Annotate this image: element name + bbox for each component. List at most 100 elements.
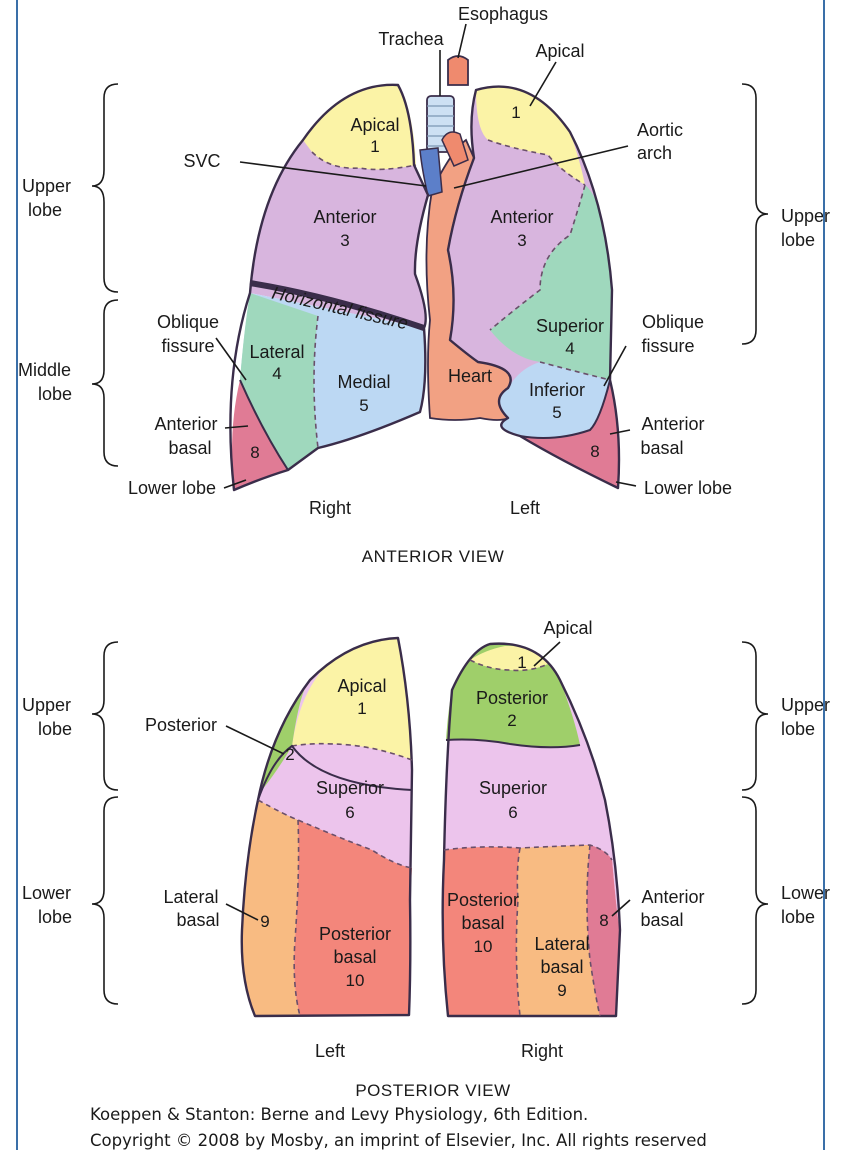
esophagus-leader (458, 24, 466, 58)
l-antbasal-number: 8 (590, 442, 599, 461)
l-superior-number: 4 (565, 339, 574, 358)
posterior-posterior-callout: Posterior (145, 715, 217, 735)
posterior-lower-bracket-left (92, 797, 118, 1004)
apical-leader (530, 62, 556, 106)
svc-label: SVC (183, 151, 220, 171)
anterior-upper-lobe-bracket-right (742, 84, 768, 344)
pl-superior-label: Superior (316, 778, 384, 798)
oblique-right-label-2: fissure (641, 336, 694, 356)
l-inferior-label: Inferior (529, 380, 585, 400)
l-superior-label: Superior (536, 316, 604, 336)
pr-posterior-number: 2 (507, 711, 516, 730)
pr-postbasal-number: 10 (474, 937, 493, 956)
anterior-right-lung (230, 85, 428, 490)
posterior-side-right: Right (521, 1041, 563, 1061)
pr-superior-label: Superior (479, 778, 547, 798)
pl-postbasal-number: 10 (346, 971, 365, 990)
anterior-view-title: ANTERIOR VIEW (362, 547, 505, 566)
anterior-upper-label-2: lobe (28, 200, 62, 220)
pl-superior-number: 6 (345, 803, 354, 822)
aortic-arch-shape (442, 132, 468, 166)
antbasal-right-label-1: Anterior (641, 414, 704, 434)
r-anterior-label: Anterior (313, 207, 376, 227)
anterior-upper-right-label-2: lobe (781, 230, 815, 250)
oblique-left-label-1: Oblique (157, 312, 219, 332)
r-lateral-label: Lateral (249, 342, 304, 362)
l-inferior-number: 5 (552, 403, 561, 422)
esophagus-label: Esophagus (458, 4, 548, 24)
anterior-upper-lobe-bracket-left (92, 84, 118, 292)
posterior-upper-bracket-left (92, 642, 118, 790)
antbasal-right-label-2: basal (640, 438, 683, 458)
anterior-view: Apical 1 Anterior 3 Horizontal fissure L… (18, 4, 830, 566)
posterior-antbasal-callout-1: Anterior (641, 887, 704, 907)
r-apical-label: Apical (350, 115, 399, 135)
pl-apical-fill (292, 638, 412, 760)
posterior-lower-left-1: Lower (22, 883, 71, 903)
pr-superior-number: 6 (508, 803, 517, 822)
anterior-middle-label-1: Middle (18, 360, 71, 380)
pl-postbasal-label-1: Posterior (319, 924, 391, 944)
anterior-upper-label-1: Upper (22, 176, 71, 196)
anterior-side-left: Left (510, 498, 540, 518)
posterior-view-title: POSTERIOR VIEW (355, 1081, 510, 1100)
credit-line-1: Koeppen & Stanton: Berne and Levy Physio… (90, 1105, 588, 1124)
lowerlobe-right-label: Lower lobe (644, 478, 732, 498)
aortic-arch-label-1: Aortic (637, 120, 683, 140)
r-medial-label: Medial (337, 372, 390, 392)
pr-postbasal-label-2: basal (461, 913, 504, 933)
l-apical-number: 1 (511, 103, 520, 122)
anterior-side-right: Right (309, 498, 351, 518)
frame-border-right (823, 0, 825, 1150)
pr-posterior-label: Posterior (476, 688, 548, 708)
posterior-upper-bracket-right (742, 642, 768, 790)
pr-latbasal-number: 9 (557, 981, 566, 1000)
frame-border-left (16, 0, 18, 1150)
l-anterior-label: Anterior (490, 207, 553, 227)
posterior-lower-left-2: lobe (38, 907, 72, 927)
posterior-upper-left-2: lobe (38, 719, 72, 739)
credit-line-2: Copyright © 2008 by Mosby, an imprint of… (90, 1131, 707, 1150)
lowerlobe-left-label: Lower lobe (128, 478, 216, 498)
posterior-upper-left-1: Upper (22, 695, 71, 715)
pl-latbasal-number: 9 (260, 912, 269, 931)
pl-posterior-number: 2 (285, 745, 294, 764)
pr-antbasal-number: 8 (599, 911, 608, 930)
pl-apical-number: 1 (357, 699, 366, 718)
posterior-latbasal-callout-2: basal (176, 910, 219, 930)
esophagus-shape (448, 56, 468, 85)
anterior-middle-lobe-bracket-left (92, 300, 118, 466)
posterior-view: Apical 1 2 Superior 6 9 Posterior basal … (22, 618, 830, 1100)
posterior-lower-bracket-right (742, 797, 768, 1004)
anterior-left-lung (448, 87, 619, 488)
r-anterior-number: 3 (340, 231, 349, 250)
aortic-arch-label-2: arch (637, 143, 672, 163)
pl-lateral-basal-fill (242, 800, 300, 1016)
oblique-left-leader (216, 338, 246, 380)
anterior-middle-label-2: lobe (38, 384, 72, 404)
posterior-apical-callout: Apical (543, 618, 592, 638)
heart-label: Heart (448, 366, 492, 386)
posterior-lower-right-2: lobe (781, 907, 815, 927)
oblique-left-label-2: fissure (161, 336, 214, 356)
l-anterior-number: 3 (517, 231, 526, 250)
oblique-right-label-1: Oblique (642, 312, 704, 332)
posterior-side-left: Left (315, 1041, 345, 1061)
r-antbasal-number: 8 (250, 443, 259, 462)
trachea-label: Trachea (378, 29, 444, 49)
r-medial-number: 5 (359, 396, 368, 415)
antbasal-left-label-1: Anterior (154, 414, 217, 434)
pr-postbasal-label-1: Posterior (447, 890, 519, 910)
pl-postbasal-label-2: basal (333, 947, 376, 967)
posterior-latbasal-callout-1: Lateral (163, 887, 218, 907)
pr-latbasal-label-2: basal (540, 957, 583, 977)
posterior-antbasal-callout-2: basal (640, 910, 683, 930)
posterior-upper-right-2: lobe (781, 719, 815, 739)
pr-apical-number: 1 (517, 653, 526, 672)
apical-callout-label: Apical (535, 41, 584, 61)
pr-latbasal-label-1: Lateral (534, 934, 589, 954)
antbasal-left-label-2: basal (168, 438, 211, 458)
pl-apical-label: Apical (337, 676, 386, 696)
